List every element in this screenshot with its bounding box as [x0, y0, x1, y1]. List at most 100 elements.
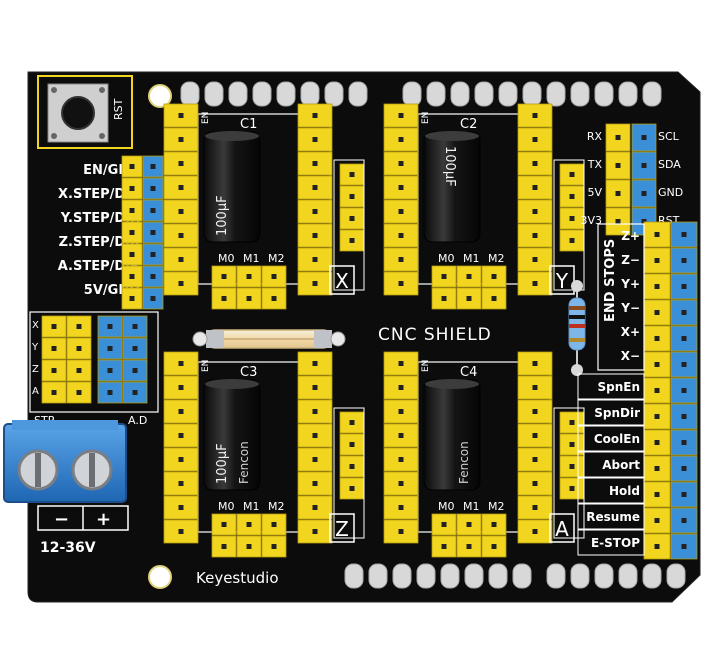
jumper-pin[interactable]	[122, 315, 148, 338]
microstep-jumper-pin[interactable]	[456, 535, 482, 558]
endstop-pin[interactable]	[643, 247, 671, 274]
driver-header-pin[interactable]	[383, 103, 419, 128]
power-terminal-block[interactable]	[3, 420, 127, 503]
motor-connector-pin[interactable]	[339, 433, 365, 456]
driver-header-pin[interactable]	[163, 151, 199, 176]
left-header-pin[interactable]	[142, 177, 164, 200]
driver-header-pin[interactable]	[383, 495, 419, 520]
driver-header-pin[interactable]	[163, 399, 199, 424]
driver-header-pin[interactable]	[297, 399, 333, 424]
driver-header-pin[interactable]	[517, 495, 553, 520]
driver-header-pin[interactable]	[297, 223, 333, 248]
driver-header-pin[interactable]	[383, 471, 419, 496]
left-header-pin[interactable]	[142, 265, 164, 288]
endstop-pin[interactable]	[670, 325, 698, 352]
jumper-pin[interactable]	[97, 315, 123, 338]
driver-header-pin[interactable]	[163, 271, 199, 296]
endstop-pin[interactable]	[670, 455, 698, 482]
driver-header-pin[interactable]	[517, 151, 553, 176]
endstop-pin[interactable]	[670, 377, 698, 404]
driver-header-pin[interactable]	[163, 423, 199, 448]
microstep-jumper-pin[interactable]	[481, 513, 507, 536]
driver-header-pin[interactable]	[383, 175, 419, 200]
driver-header-pin[interactable]	[517, 175, 553, 200]
driver-header-pin[interactable]	[383, 447, 419, 472]
driver-header-pin[interactable]	[297, 519, 333, 544]
serial-pin[interactable]	[631, 179, 657, 208]
endstop-pin[interactable]	[643, 533, 671, 560]
endstop-pin[interactable]	[643, 299, 671, 326]
driver-header-pin[interactable]	[163, 103, 199, 128]
motor-connector-pin[interactable]	[339, 411, 365, 434]
serial-pin[interactable]	[605, 179, 631, 208]
motor-connector-pin[interactable]	[559, 207, 585, 230]
microstep-jumper-pin[interactable]	[211, 535, 237, 558]
driver-header-pin[interactable]	[297, 151, 333, 176]
endstop-pin[interactable]	[643, 273, 671, 300]
driver-header-pin[interactable]	[383, 351, 419, 376]
driver-header-pin[interactable]	[517, 423, 553, 448]
driver-header-pin[interactable]	[517, 399, 553, 424]
microstep-jumper-pin[interactable]	[261, 513, 287, 536]
endstop-pin[interactable]	[643, 481, 671, 508]
driver-header-pin[interactable]	[517, 351, 553, 376]
driver-header-pin[interactable]	[383, 127, 419, 152]
driver-header-pin[interactable]	[383, 247, 419, 272]
jumper-pin[interactable]	[122, 359, 148, 382]
endstop-pin[interactable]	[670, 299, 698, 326]
driver-header-pin[interactable]	[297, 495, 333, 520]
serial-pin[interactable]	[605, 151, 631, 180]
driver-header-pin[interactable]	[517, 471, 553, 496]
endstop-pin[interactable]	[670, 403, 698, 430]
driver-header-pin[interactable]	[297, 351, 333, 376]
endstop-pin[interactable]	[670, 351, 698, 378]
endstop-pin[interactable]	[643, 351, 671, 378]
motor-connector-pin[interactable]	[559, 477, 585, 500]
microstep-jumper-pin[interactable]	[211, 287, 237, 310]
jumper-pin[interactable]	[97, 359, 123, 382]
jumper-pin[interactable]	[97, 337, 123, 360]
motor-connector-pin[interactable]	[339, 163, 365, 186]
microstep-jumper-pin[interactable]	[456, 287, 482, 310]
left-header-pin[interactable]	[142, 243, 164, 266]
driver-header-pin[interactable]	[297, 127, 333, 152]
driver-header-pin[interactable]	[517, 127, 553, 152]
driver-header-pin[interactable]	[383, 223, 419, 248]
left-header-pin[interactable]	[142, 155, 164, 178]
driver-header-pin[interactable]	[383, 199, 419, 224]
endstop-pin[interactable]	[670, 221, 698, 248]
endstop-pin[interactable]	[643, 221, 671, 248]
microstep-jumper-pin[interactable]	[211, 513, 237, 536]
driver-header-pin[interactable]	[297, 447, 333, 472]
driver-header-pin[interactable]	[163, 351, 199, 376]
driver-header-pin[interactable]	[297, 103, 333, 128]
reset-button[interactable]: RST	[37, 75, 133, 149]
driver-header-pin[interactable]	[517, 103, 553, 128]
motor-connector-pin[interactable]	[559, 411, 585, 434]
motor-connector-pin[interactable]	[559, 163, 585, 186]
driver-header-pin[interactable]	[297, 375, 333, 400]
driver-header-pin[interactable]	[163, 247, 199, 272]
left-header-pin[interactable]	[142, 221, 164, 244]
driver-header-pin[interactable]	[297, 175, 333, 200]
driver-header-pin[interactable]	[163, 175, 199, 200]
left-header-pin[interactable]	[121, 177, 143, 200]
driver-header-pin[interactable]	[297, 271, 333, 296]
driver-header-pin[interactable]	[517, 247, 553, 272]
driver-header-pin[interactable]	[517, 375, 553, 400]
endstop-pin[interactable]	[643, 325, 671, 352]
driver-header-pin[interactable]	[163, 127, 199, 152]
endstop-pin[interactable]	[670, 273, 698, 300]
jumper-pin[interactable]	[41, 359, 67, 382]
motor-connector-pin[interactable]	[559, 185, 585, 208]
endstop-pin[interactable]	[670, 247, 698, 274]
jumper-pin[interactable]	[41, 337, 67, 360]
microstep-jumper-pin[interactable]	[456, 265, 482, 288]
jumper-pin[interactable]	[66, 381, 92, 404]
driver-header-pin[interactable]	[163, 447, 199, 472]
jumper-pin[interactable]	[66, 315, 92, 338]
motor-connector-pin[interactable]	[339, 455, 365, 478]
driver-header-pin[interactable]	[297, 471, 333, 496]
left-header-pin[interactable]	[121, 199, 143, 222]
left-header-pin[interactable]	[142, 287, 164, 310]
